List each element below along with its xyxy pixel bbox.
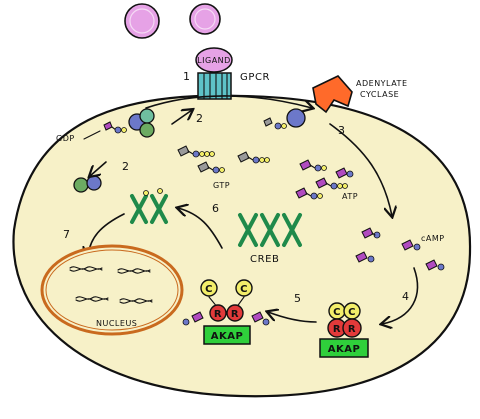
akap-right-label: AKAP [328,344,361,355]
adenylate-cyclase-label-2: CYCLASE [360,90,399,99]
pka-activated-left: C C R R [182,279,270,326]
step-number-2a: 2 [122,160,129,173]
svg-text:R: R [333,324,341,335]
akap-left-box [203,325,251,345]
atp-molecules [295,159,354,200]
atp-label: ATP [342,192,358,201]
adenylate-cyclase [312,75,353,114]
step-number-4: 4 [402,290,409,303]
svg-text:R: R [214,309,222,320]
step-number-5: 5 [294,292,301,305]
g-protein-gdp-complex [103,108,155,138]
nucleus-label: NUCLEUS [96,319,137,328]
svg-text:R: R [348,324,356,335]
g-alpha-gtp-active [263,108,306,130]
ligand-label: LIGAND [197,56,231,65]
ligand-molecule [189,3,221,35]
akap-right-box [319,338,369,358]
pka-holoenzyme-right: C C R R [327,302,362,338]
creb-dimers [238,213,302,247]
dna-strands [69,266,153,304]
gpcr-receptor [197,72,232,100]
g-beta-gamma-subunit [73,175,102,193]
step-number-2b: 2 [196,112,203,125]
bound-ligand [195,47,233,73]
camp-label: cAMP [421,234,445,243]
step-number-1: 1 [183,70,190,83]
svg-text:C: C [348,307,356,318]
svg-text:R: R [231,309,239,320]
step-number-3: 3 [338,124,345,137]
gtp-molecules [177,145,270,174]
phospho-creb [130,188,168,224]
svg-text:C: C [205,284,213,295]
gtp-label: GTP [213,181,230,190]
gpcr-label: GPCR [240,72,270,83]
creb-label: CREB [250,254,280,265]
step-number-7: 7 [63,228,70,241]
akap-left-label: AKAP [211,331,244,342]
gdp-label: GDP [56,134,75,143]
svg-text:C: C [333,307,341,318]
camp-molecules [355,227,445,271]
step-number-6: 6 [212,202,219,215]
svg-text:C: C [240,284,248,295]
adenylate-cyclase-label-1: ADENYLATE [356,79,408,88]
